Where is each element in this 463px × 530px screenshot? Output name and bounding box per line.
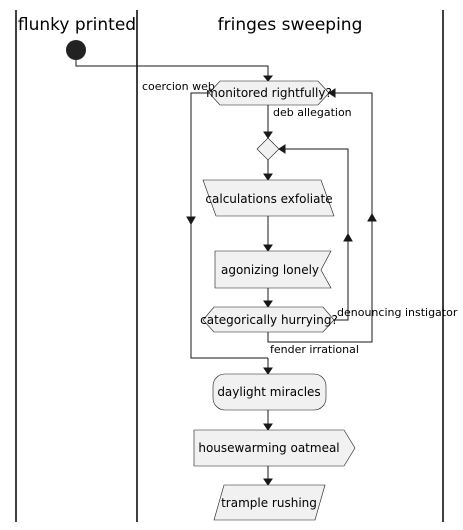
arrowhead [367,212,377,222]
decision-monitored-label: monitored rightfully? [206,86,332,100]
edge-coercion-web [190,92,268,359]
lane-title-flunky-printed: flunky printed [18,15,136,35]
node-trample-label: trample rushing [221,496,317,510]
arrowhead [343,232,353,242]
arrowhead [263,478,273,486]
arrowhead [263,423,273,431]
node-calculations-exfoliate [202,179,335,217]
edge-fender-irrational [267,92,373,343]
edge-denouncing-instigator [279,148,349,321]
arrowhead [328,88,336,98]
edge-label-fender-irrational: fender irrational [270,343,359,356]
arrowhead [263,300,273,308]
start-node [66,40,86,60]
edge-label-denouncing-instigator: denouncing instigator [337,306,458,319]
arrowhead [263,244,273,252]
edge-label-coercion-web: coercion web [142,80,215,93]
edge-start-to-monitored [75,60,269,76]
arrowhead [263,131,273,139]
node-agonizing-lonely [214,250,332,289]
node-housewarming-oatmeal [193,429,356,467]
node-calculations-label: calculations exfoliate [205,192,332,206]
arrowhead [263,367,273,375]
node-housewarming-label: housewarming oatmeal [198,441,339,455]
node-agonizing-label: agonizing lonely [221,263,319,277]
node-daylight-miracles [212,373,327,411]
arrowhead [263,173,273,181]
arrowhead [262,75,274,82]
merge-diamond [256,137,280,161]
arrowhead [186,216,196,226]
edge-label-deb-allegation: deb allegation [273,106,352,119]
arrowhead [278,144,286,154]
decision-categorically-label: categorically hurrying? [200,313,338,327]
node-daylight-label: daylight miracles [217,385,320,399]
lane-title-fringes-sweeping: fringes sweeping [218,15,363,35]
node-trample-rushing [213,484,326,521]
